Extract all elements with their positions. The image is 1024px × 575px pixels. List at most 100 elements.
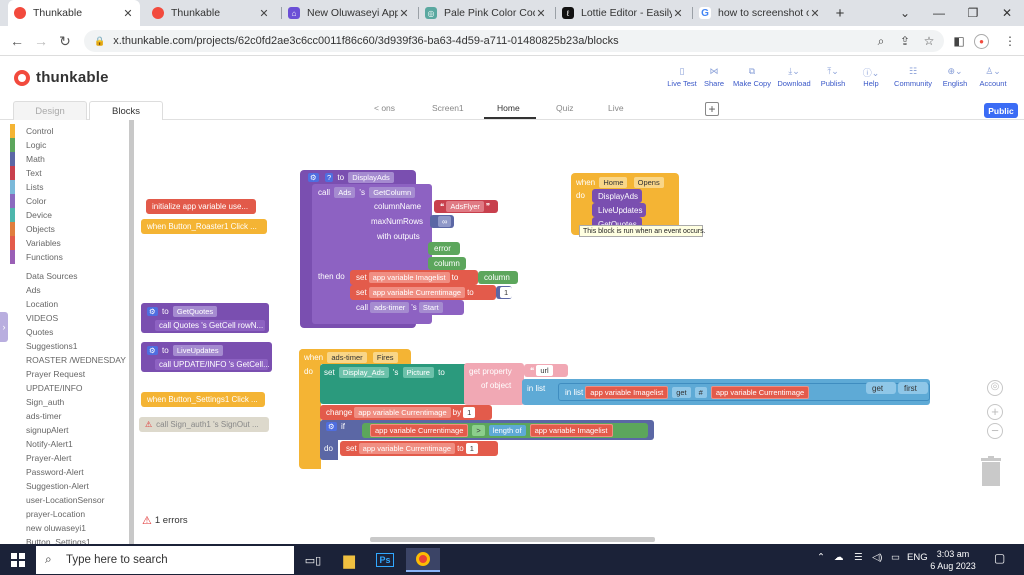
screen-tab-screen1[interactable]: Screen1	[432, 103, 464, 113]
palette-item-lists[interactable]: Lists	[10, 180, 130, 194]
window-close-icon[interactable]: ✕	[1001, 6, 1013, 20]
errors-indicator[interactable]: ⚠ 1 errors	[142, 514, 188, 527]
language-indicator[interactable]: ENG	[907, 552, 928, 563]
browser-tab[interactable]: ◎ Pale Pink Color Code ✕	[419, 0, 553, 26]
close-icon[interactable]: ✕	[536, 7, 546, 20]
text-value[interactable]: AdsFlyer	[446, 201, 484, 212]
make-copy-button[interactable]: ⧉Make Copy	[732, 66, 772, 88]
palette-item-component[interactable]: Password-Alert	[26, 467, 84, 477]
screen-tab-quiz[interactable]: Quiz	[556, 103, 574, 113]
reload-icon[interactable]: ↻	[59, 32, 71, 49]
chevron-up-icon[interactable]: ⌃	[817, 552, 825, 563]
file-explorer-icon[interactable]: ▆	[343, 552, 355, 569]
community-button[interactable]: ☷Community	[892, 66, 934, 88]
get-dropdown[interactable]: get	[672, 386, 691, 398]
collapsed-block-settings-click[interactable]: when Button_Settings1 Click ...	[141, 392, 265, 407]
collapsed-block-roaster-click[interactable]: when Button_Roaster1 Click ...	[141, 219, 267, 234]
network-icon[interactable]: ☁	[834, 552, 844, 563]
wifi-icon[interactable]: ☰	[854, 552, 863, 563]
palette-item-variables[interactable]: Variables	[10, 236, 130, 250]
set-block[interactable]: set app variable Currentimage to	[350, 285, 496, 300]
get-property-block[interactable]	[464, 363, 524, 405]
call-liveupdates[interactable]: LiveUpdates	[592, 203, 646, 217]
palette-item-component[interactable]: Ads	[26, 285, 41, 295]
tab-search-icon[interactable]: ⌄	[899, 6, 911, 20]
collapsed-block-init-var[interactable]: initialize app variable use...	[146, 199, 256, 214]
palette-item-functions[interactable]: Functions	[10, 250, 130, 264]
palette-item-device[interactable]: Device	[10, 208, 130, 222]
column-getter[interactable]: column	[478, 271, 518, 284]
timer-dropdown[interactable]: ads-timer	[327, 352, 367, 363]
palette-item-math[interactable]: Math	[10, 152, 130, 166]
call-block[interactable]: call UPDATE/INFO 's GetCell...	[155, 359, 270, 370]
function-name[interactable]: GetQuotes	[172, 306, 218, 317]
variable-dropdown[interactable]: app variable Currentimage	[710, 385, 810, 399]
number-block[interactable]: ∞	[430, 215, 454, 228]
screen-tab-home[interactable]: Home	[497, 103, 520, 113]
profile-avatar-icon[interactable]: ●	[974, 34, 989, 49]
set-block[interactable]: set app variable Imagelist to	[350, 270, 478, 285]
palette-item-component[interactable]: Prayer-Alert	[26, 453, 72, 463]
share-button[interactable]: ⋈Share	[694, 66, 734, 88]
set-block[interactable]: set app variable Currentimage to 1	[340, 441, 498, 456]
screen-tab-scroll-left[interactable]: < ons	[374, 103, 396, 113]
url-text-block[interactable]: ❝ url	[524, 364, 568, 377]
browser-tab[interactable]: ℓ Lottie Editor - Easily e ✕	[556, 0, 690, 26]
variable-dropdown[interactable]: app variable Currentimage	[358, 443, 456, 454]
change-block[interactable]: change app variable Currentimage by 1	[320, 405, 492, 420]
download-button[interactable]: ⤓⌄Download	[774, 66, 814, 88]
nested-list-block[interactable]: in list app variable Imagelist get # app…	[558, 383, 930, 401]
screen-tab-live[interactable]: Live	[608, 103, 624, 113]
palette-item-component[interactable]: VIDEOS	[26, 313, 59, 323]
speaker-icon[interactable]: ◁)	[872, 552, 883, 563]
method-dropdown[interactable]: Start	[418, 302, 443, 313]
help-button[interactable]: ⓘ⌄Help	[851, 66, 891, 88]
component-dropdown[interactable]: Ads	[334, 187, 356, 198]
zoom-out-icon[interactable]: −	[987, 423, 1003, 439]
palette-item-component[interactable]: Location	[26, 299, 59, 309]
browser-tab[interactable]: ⌂ New Oluwaseyi App: A ✕	[282, 0, 416, 26]
close-icon[interactable]: ✕	[259, 7, 269, 20]
close-icon[interactable]: ✕	[810, 7, 820, 20]
add-screen-button[interactable]: +	[705, 102, 719, 116]
windows-start-icon[interactable]	[11, 553, 25, 567]
property-dropdown[interactable]: Picture	[402, 367, 434, 378]
component-dropdown[interactable]: ads-timer	[370, 302, 410, 313]
task-view-icon[interactable]: ▭▯	[304, 554, 322, 567]
variable-dropdown[interactable]: app variable Currentimage	[370, 424, 469, 437]
zoom-in-icon[interactable]: +	[987, 404, 1003, 420]
number-value[interactable]: ∞	[438, 216, 452, 227]
browser-tab[interactable]: Thunkable ✕	[8, 0, 140, 26]
battery-icon[interactable]: ▭	[891, 552, 900, 563]
gear-icon[interactable]: ⚙	[147, 307, 158, 316]
operator-dropdown[interactable]: >	[472, 425, 485, 436]
call-displayads[interactable]: DisplayAds	[592, 189, 642, 203]
component-dropdown[interactable]: Display_Ads	[338, 367, 389, 378]
palette-item-text[interactable]: Text	[10, 166, 130, 180]
gear-icon[interactable]: ⚙	[326, 422, 337, 431]
disabled-block-signout[interactable]: ⚠ call Sign_auth1 's SignOut ...	[139, 417, 269, 432]
output-error[interactable]: error	[428, 242, 460, 255]
variable-dropdown[interactable]: app variable Imagelist	[529, 424, 613, 437]
live-test-button[interactable]: ▯Live Test	[662, 66, 702, 88]
restore-icon[interactable]: ❐	[967, 6, 979, 20]
side-panel-icon[interactable]: ◧	[953, 34, 965, 48]
address-bar[interactable]: 🔒 x.thunkable.com/projects/62c0fd2ae3c6c…	[84, 30, 944, 52]
first-dropdown[interactable]: first	[898, 382, 928, 394]
variable-dropdown[interactable]: app variable Currentimage	[354, 407, 451, 418]
chrome-icon[interactable]	[406, 548, 440, 572]
browser-tab[interactable]: G how to screenshot on ✕	[693, 0, 827, 26]
number-value[interactable]: 1	[500, 287, 513, 298]
language-button[interactable]: ⊕⌄English	[935, 66, 975, 88]
number-value[interactable]: 1	[465, 443, 478, 454]
recenter-icon[interactable]: ◎	[987, 380, 1003, 396]
palette-item-component[interactable]: Suggestions1	[26, 341, 78, 351]
compare-block[interactable]: app variable Currentimage > length of ap…	[362, 423, 648, 438]
close-icon[interactable]: ✕	[123, 7, 133, 20]
screen-dropdown[interactable]: Home	[599, 177, 628, 188]
function-name[interactable]: DisplayAds	[348, 172, 394, 183]
text-block[interactable]: ❝ AdsFlyer ❞	[434, 200, 498, 213]
output-column[interactable]: column	[428, 257, 466, 270]
call-start-block[interactable]: call ads-timer 's Start	[350, 300, 464, 315]
trash-icon[interactable]	[980, 456, 1002, 486]
